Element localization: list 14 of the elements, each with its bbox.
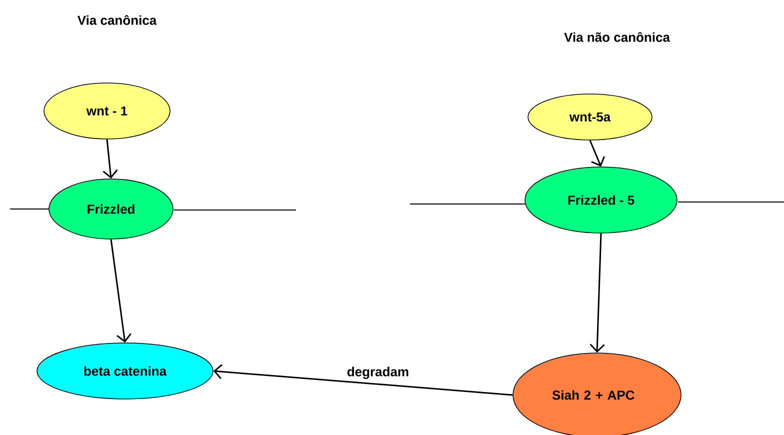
ellipse-node: wnt - 1 <box>44 82 170 140</box>
ellipse-node: wnt-5a <box>528 94 652 140</box>
arrow <box>589 140 606 167</box>
arrow <box>110 239 132 343</box>
ellipse-node: Frizzled - 5 <box>524 166 678 234</box>
ellipse-node: beta catenina <box>36 342 214 400</box>
heading: Via canônica <box>77 15 157 25</box>
arrow <box>213 364 513 396</box>
arrow <box>590 233 605 353</box>
arrow <box>102 139 118 179</box>
edge-label: degradam <box>346 366 410 380</box>
heading: Via não canônica <box>564 32 670 42</box>
ellipse-node: Siah 2 + APC <box>512 352 682 435</box>
ellipse-node: Frizzled <box>48 178 174 240</box>
